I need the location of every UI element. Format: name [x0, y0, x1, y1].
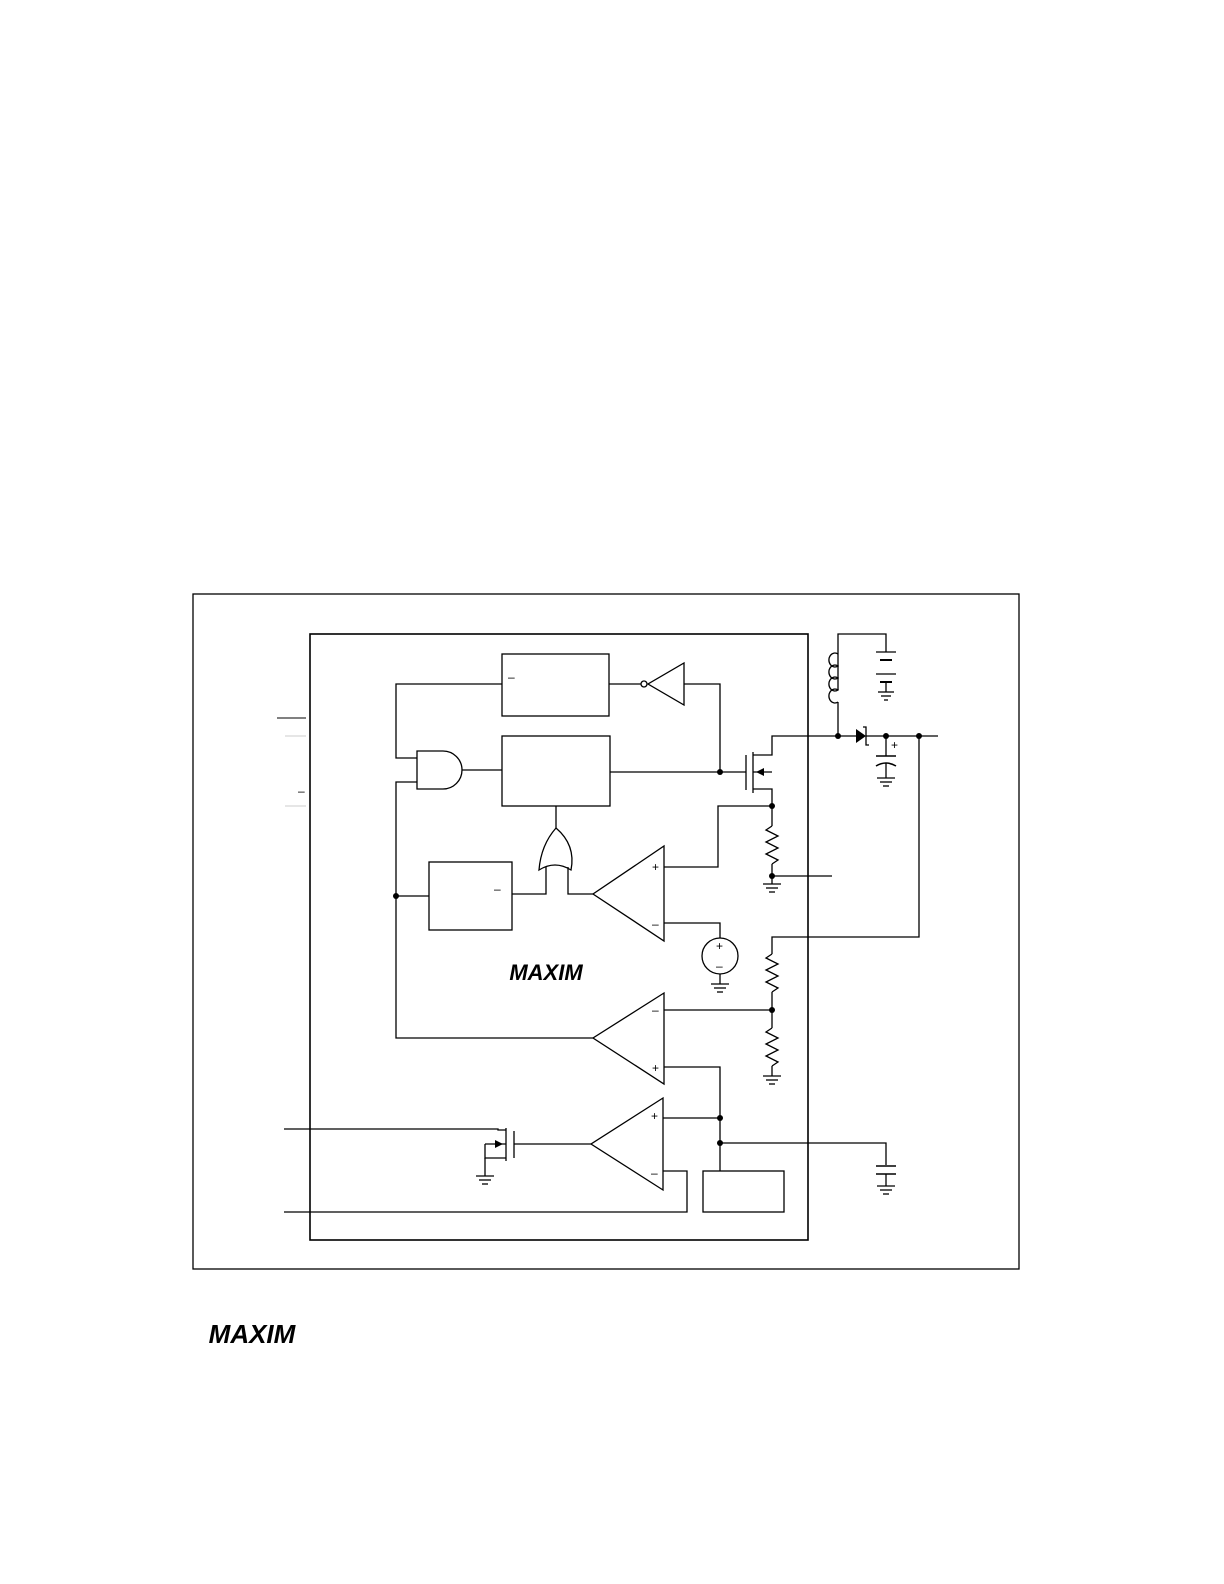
ground-symbol-lbo	[476, 1158, 494, 1185]
wire-inductor-top	[837, 633, 887, 690]
junction-vout	[916, 733, 922, 739]
ref-minus: –	[716, 959, 723, 973]
wire-top-to-and	[395, 683, 502, 759]
sense-resistor	[764, 825, 780, 865]
timer-mid-minus: –	[494, 882, 501, 896]
lb-plus: +	[651, 1109, 658, 1123]
ground-symbol-divider	[763, 1066, 781, 1085]
and-gate	[416, 750, 463, 790]
ic-boundary	[309, 633, 809, 1241]
junction-divider	[769, 1007, 775, 1013]
junction-bus	[393, 893, 399, 899]
fb-minus: –	[652, 1003, 659, 1017]
wire-ref-to-comp	[664, 922, 721, 938]
wire-lb-minus	[284, 1170, 688, 1213]
wire-ref-out	[720, 1142, 887, 1165]
timer-top-minus: –	[508, 670, 515, 684]
ground-symbol-rsense	[763, 876, 781, 893]
battery	[876, 651, 896, 701]
wire-fb-ref	[664, 1066, 721, 1118]
divider-resistor-top	[764, 953, 780, 993]
ref-plus: +	[716, 939, 723, 953]
or-gate	[538, 827, 573, 872]
ref-capacitor	[876, 1165, 896, 1195]
timer-block-top	[501, 653, 610, 717]
chip-logo: MAXIM	[509, 960, 583, 985]
wire-sense-to-comp	[664, 805, 772, 868]
output-capacitor	[875, 736, 897, 787]
inductor	[828, 652, 840, 704]
latch-block	[501, 735, 611, 807]
wire-vout-to-divider	[771, 736, 920, 954]
mosfet-source	[753, 788, 773, 806]
fb-plus: +	[652, 1061, 659, 1075]
mosfet-drain	[753, 735, 838, 756]
cap-plus: +	[891, 738, 898, 752]
wire-or-in-right	[567, 867, 593, 895]
inverter	[646, 661, 685, 707]
wire-or-in-left	[512, 867, 547, 895]
ground-symbol-ref	[711, 974, 729, 993]
pin-minus-label: –	[298, 784, 305, 798]
divider-resistor-bottom	[764, 1027, 780, 1067]
schottky-diode	[856, 729, 866, 743]
junction-gate	[717, 769, 723, 775]
lowbatt-comparator	[589, 1096, 664, 1192]
wire-inv-feedback	[684, 683, 721, 772]
lbo-arrow	[495, 1140, 503, 1148]
footer-logo: MAXIM	[209, 1319, 297, 1349]
reference-block	[702, 1170, 785, 1213]
wire-and-bus	[395, 781, 593, 1039]
inverter-bubble	[640, 680, 648, 688]
timer-block-mid	[428, 861, 513, 931]
current-comparator	[591, 844, 665, 943]
feedback-comparator	[591, 991, 665, 1086]
lbo-drain	[284, 1128, 506, 1131]
lb-minus: –	[651, 1166, 658, 1180]
cc-minus: –	[652, 917, 659, 931]
mosfet-arrow	[756, 768, 764, 776]
outer-frame	[192, 593, 1020, 1270]
cc-plus: +	[652, 860, 659, 874]
